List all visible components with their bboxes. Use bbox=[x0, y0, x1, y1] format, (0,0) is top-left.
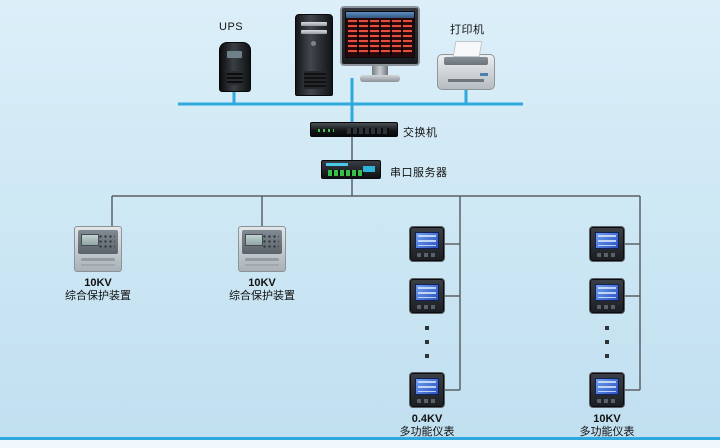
meter-screen bbox=[415, 378, 439, 395]
meter-screen bbox=[595, 378, 619, 395]
protection-panel bbox=[242, 230, 282, 254]
meter-screen bbox=[415, 232, 439, 249]
meter-buttons bbox=[597, 305, 617, 309]
serial-server-ports bbox=[328, 170, 364, 176]
multifunction-meter bbox=[589, 226, 625, 262]
serial-server-device bbox=[321, 160, 381, 179]
serial-server-label: 串口服务器 bbox=[390, 167, 448, 179]
meter-screen bbox=[595, 284, 619, 301]
protection-keypad bbox=[98, 234, 115, 250]
protection-slot bbox=[81, 258, 115, 261]
meter-buttons bbox=[417, 253, 437, 257]
meter-screen bbox=[595, 232, 619, 249]
meter-buttons bbox=[597, 253, 617, 257]
protection-panel bbox=[78, 230, 118, 254]
switch-ports bbox=[347, 128, 389, 134]
multifunction-meter bbox=[409, 226, 445, 262]
protection-slot bbox=[81, 264, 115, 266]
protection-lcd bbox=[81, 234, 99, 246]
meter-column-1-kv: 0.4KV bbox=[411, 413, 443, 425]
tower-vent bbox=[304, 71, 326, 89]
ups-label: UPS bbox=[219, 21, 244, 33]
footer-divider bbox=[0, 437, 720, 440]
meter-column-2-name: 多功能仪表 bbox=[579, 426, 635, 438]
protection-1-name: 综合保护装置 bbox=[65, 290, 131, 302]
meter-column-1-name: 多功能仪表 bbox=[399, 426, 455, 438]
footer-strip bbox=[0, 440, 720, 448]
monitor bbox=[340, 6, 420, 66]
multifunction-meter bbox=[589, 372, 625, 408]
meter-buttons bbox=[417, 305, 437, 309]
protection-1-label: 10KV 综合保护装置 bbox=[38, 277, 158, 303]
switch-label: 交换机 bbox=[403, 127, 438, 139]
serial-server-strip bbox=[326, 163, 348, 166]
protection-2-label: 10KV 综合保护装置 bbox=[202, 277, 322, 303]
optical-drive bbox=[301, 30, 327, 34]
serial-server-connector bbox=[363, 166, 375, 172]
more-meters-ellipsis bbox=[425, 326, 429, 368]
ups-vent bbox=[227, 71, 243, 85]
meter-screen bbox=[415, 284, 439, 301]
power-button-icon bbox=[311, 41, 316, 46]
printer-paper bbox=[452, 41, 483, 57]
computer-tower bbox=[295, 14, 333, 96]
meter-buttons bbox=[417, 399, 437, 403]
protection-keypad bbox=[262, 234, 279, 250]
multifunction-meter bbox=[589, 278, 625, 314]
monitor-screen bbox=[345, 11, 415, 58]
meter-column-1-label: 0.4KV 多功能仪表 bbox=[367, 413, 487, 439]
switch-device bbox=[310, 122, 398, 137]
printer-tray bbox=[444, 57, 488, 65]
protection-lcd bbox=[245, 234, 263, 246]
protection-slot bbox=[245, 264, 279, 266]
printer-label: 打印机 bbox=[450, 24, 485, 36]
multifunction-meter bbox=[409, 278, 445, 314]
meter-buttons bbox=[597, 399, 617, 403]
ups-display bbox=[227, 51, 242, 58]
ups-device bbox=[219, 42, 251, 92]
protection-device-1 bbox=[74, 226, 122, 272]
protection-2-name: 综合保护装置 bbox=[229, 290, 295, 302]
printer-button bbox=[480, 73, 488, 76]
meter-column-2-label: 10KV 多功能仪表 bbox=[547, 413, 667, 439]
printer-device bbox=[437, 41, 495, 90]
switch-leds bbox=[318, 129, 334, 132]
multifunction-meter bbox=[409, 372, 445, 408]
protection-2-kv: 10KV bbox=[248, 277, 276, 289]
serial-branch-lines bbox=[111, 137, 641, 391]
meter-column-2-kv: 10KV bbox=[593, 413, 621, 425]
optical-drive bbox=[301, 22, 327, 26]
protection-slot bbox=[245, 258, 279, 261]
protection-1-kv: 10KV bbox=[84, 277, 112, 289]
monitor-neck bbox=[372, 66, 388, 75]
protection-device-2 bbox=[238, 226, 286, 272]
more-meters-ellipsis bbox=[605, 326, 609, 368]
printer-output-slot bbox=[448, 79, 484, 82]
monitor-base bbox=[360, 75, 400, 82]
